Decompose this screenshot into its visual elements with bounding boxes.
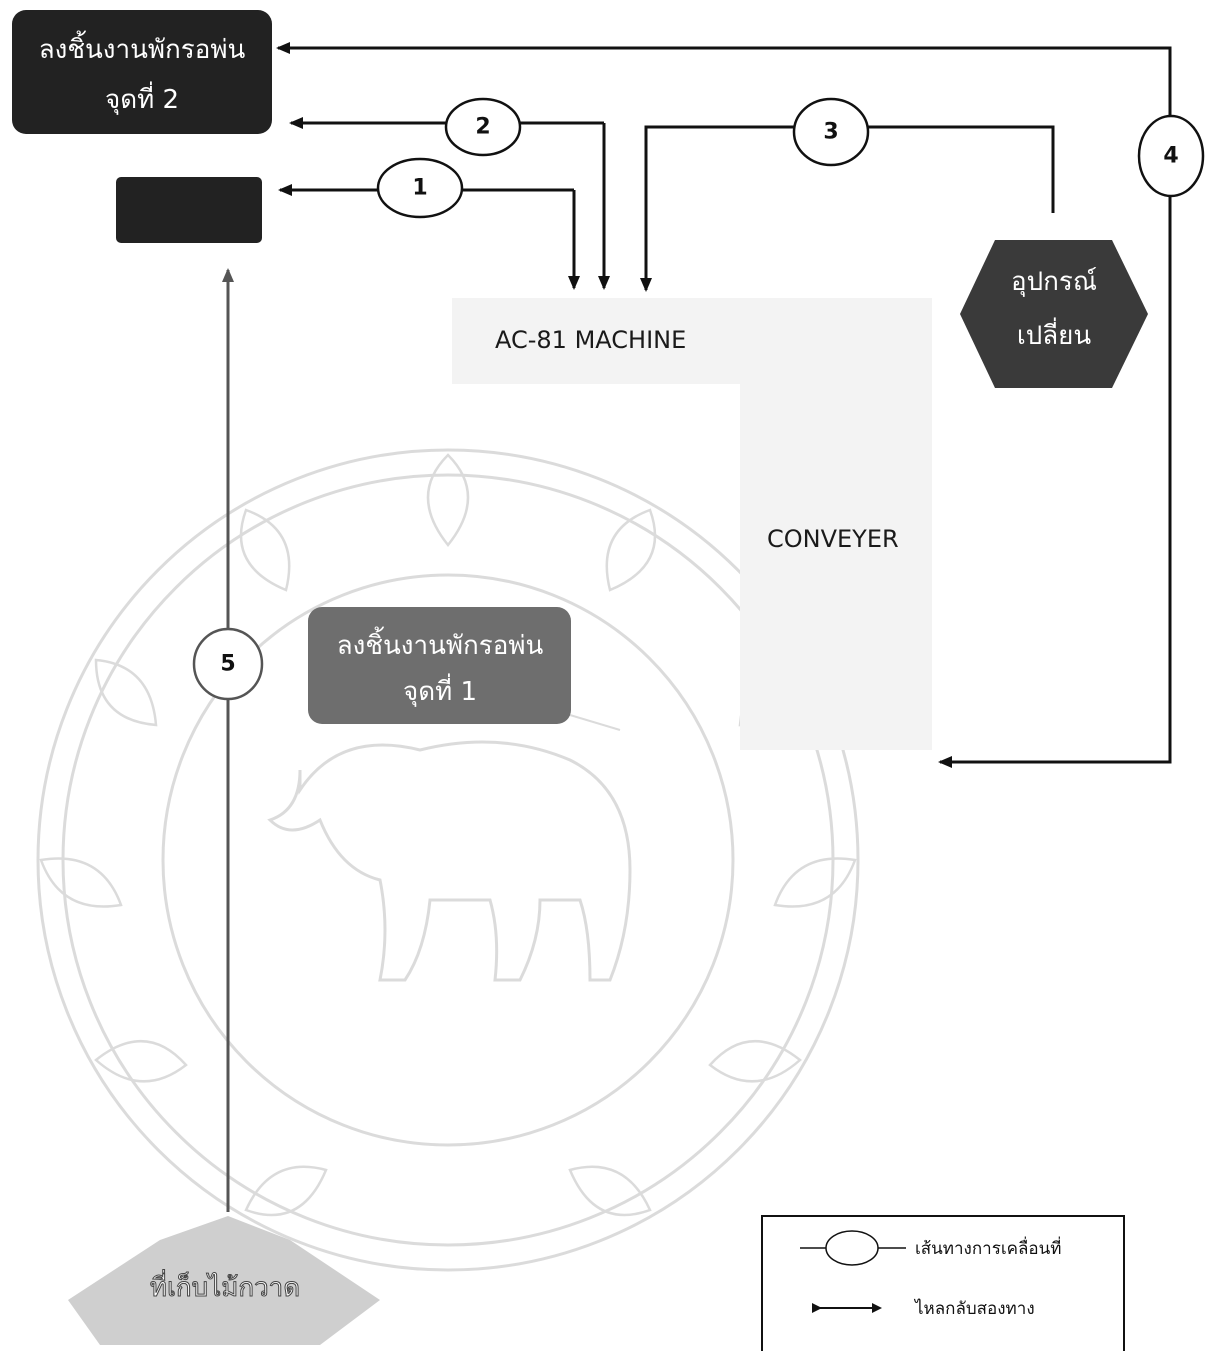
route-1-number: 1: [412, 176, 427, 201]
equipment-hexagon: อุปกรณ์ เปลี่ยน: [960, 240, 1148, 388]
conveyer-label: CONVEYER: [767, 525, 899, 553]
staging-point-1-line2: จุดที่ 1: [403, 673, 477, 707]
route-3-marker: 3: [794, 99, 868, 165]
route-5-marker: 5: [194, 629, 262, 699]
route-4-marker: 4: [1139, 116, 1203, 196]
route-2-number: 2: [475, 115, 490, 140]
broom-storage: ที่เก็บไม้กวาด: [68, 1216, 380, 1345]
route-3-number: 3: [823, 120, 838, 145]
watermark-seal: [38, 450, 858, 1270]
legend: เส้นทางการเคลื่อนที่ ไหลกลับสองทาง: [762, 1216, 1124, 1351]
broom-storage-label: ที่เก็บไม้กวาด: [150, 1269, 300, 1303]
equipment-line2: เปลี่ยน: [1017, 317, 1092, 351]
route-4-number: 4: [1163, 144, 1178, 169]
staging-point-1-box: ลงชิ้นงานพักรอพ่น จุดที่ 1: [308, 607, 571, 724]
legend-path-label: เส้นทางการเคลื่อนที่: [915, 1236, 1061, 1259]
route-2-marker: 2: [446, 99, 520, 155]
route-1-marker: 1: [378, 159, 462, 217]
route-5-number: 5: [220, 652, 235, 677]
legend-path-symbol: [826, 1231, 878, 1265]
staging-point-2-line1: ลงชิ้นงานพักรอพ่น: [39, 30, 246, 65]
equipment-line1: อุปกรณ์: [1011, 267, 1097, 297]
staging-point-2-line2: จุดที่ 2: [105, 81, 179, 115]
staging-point-1-line1: ลงชิ้นงานพักรอพ่น: [337, 626, 544, 661]
legend-two-way-label: ไหลกลับสองทาง: [913, 1298, 1035, 1319]
staging-point-2-box: ลงชิ้นงานพักรอพ่น จุดที่ 2: [12, 10, 272, 134]
small-dark-box: [116, 177, 262, 243]
machine-label: AC-81 MACHINE: [495, 326, 686, 354]
